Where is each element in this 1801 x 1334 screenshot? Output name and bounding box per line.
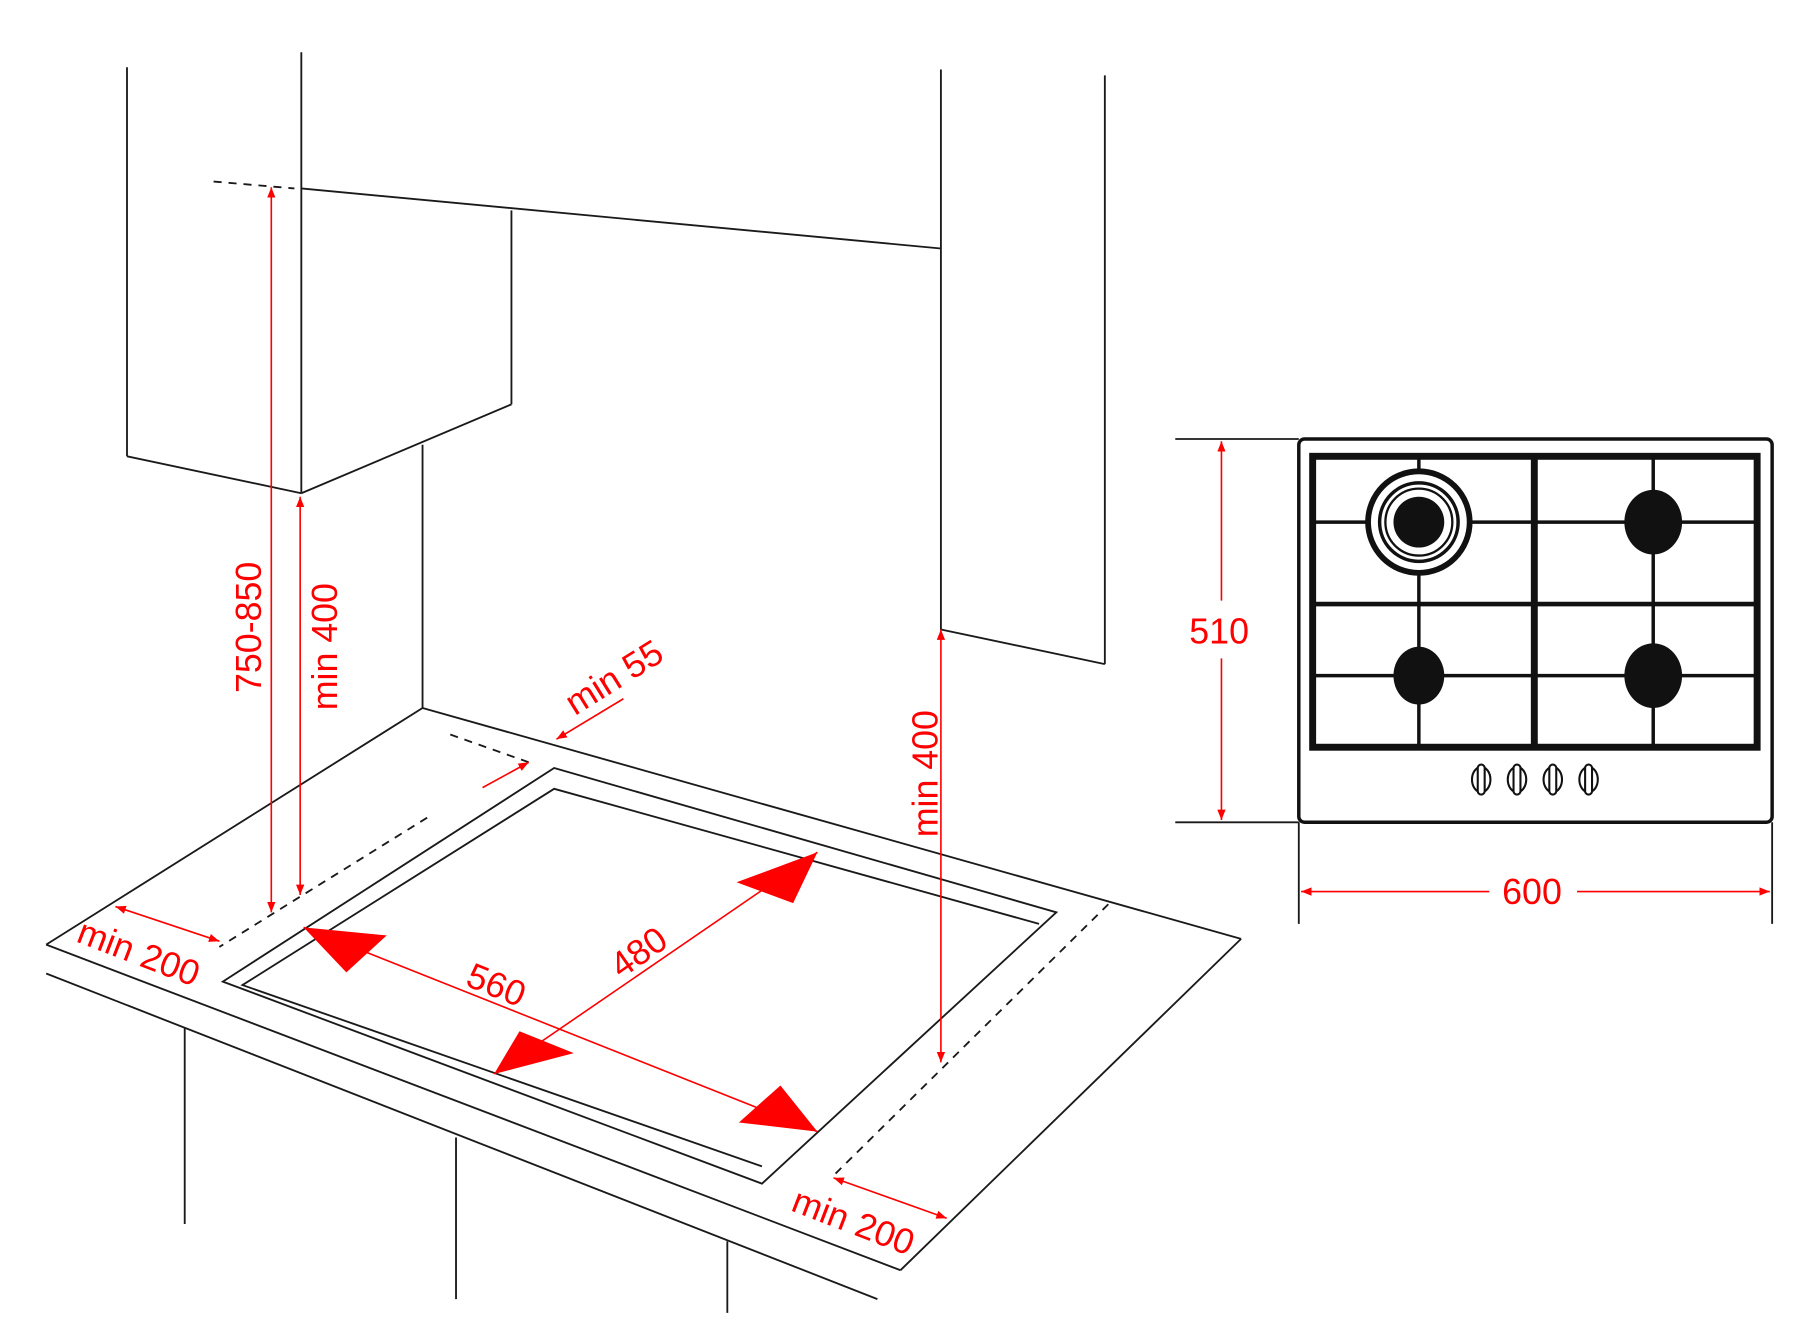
label-min-400-left: min 400 xyxy=(305,583,345,710)
upper-right-cabinet xyxy=(939,69,1106,666)
label-480: 480 xyxy=(603,919,675,986)
arrowhead xyxy=(494,1031,574,1074)
hob-top-view xyxy=(1175,437,1774,924)
burner xyxy=(1624,489,1683,555)
label-750-850: 750-850 xyxy=(229,562,269,693)
arrowhead xyxy=(303,927,387,973)
label-min-400-right: min 400 xyxy=(905,710,945,837)
dimension-lines xyxy=(115,187,947,1220)
label-600: 600 xyxy=(1502,872,1562,912)
arrowhead xyxy=(736,852,818,904)
label-min-200-right: min 200 xyxy=(787,1180,920,1263)
countertop xyxy=(45,707,1242,1313)
hob-cutout xyxy=(218,733,1109,1185)
upper-left-cabinet xyxy=(126,52,941,495)
control-knobs xyxy=(1470,763,1599,796)
burner-large xyxy=(1365,468,1473,576)
arrowhead xyxy=(738,1085,818,1132)
label-510: 510 xyxy=(1189,611,1249,651)
label-min-55: min 55 xyxy=(558,632,670,723)
label-560: 560 xyxy=(461,955,531,1014)
burner xyxy=(1624,643,1683,708)
burner xyxy=(1393,646,1445,705)
label-min-200-left: min 200 xyxy=(72,911,205,994)
